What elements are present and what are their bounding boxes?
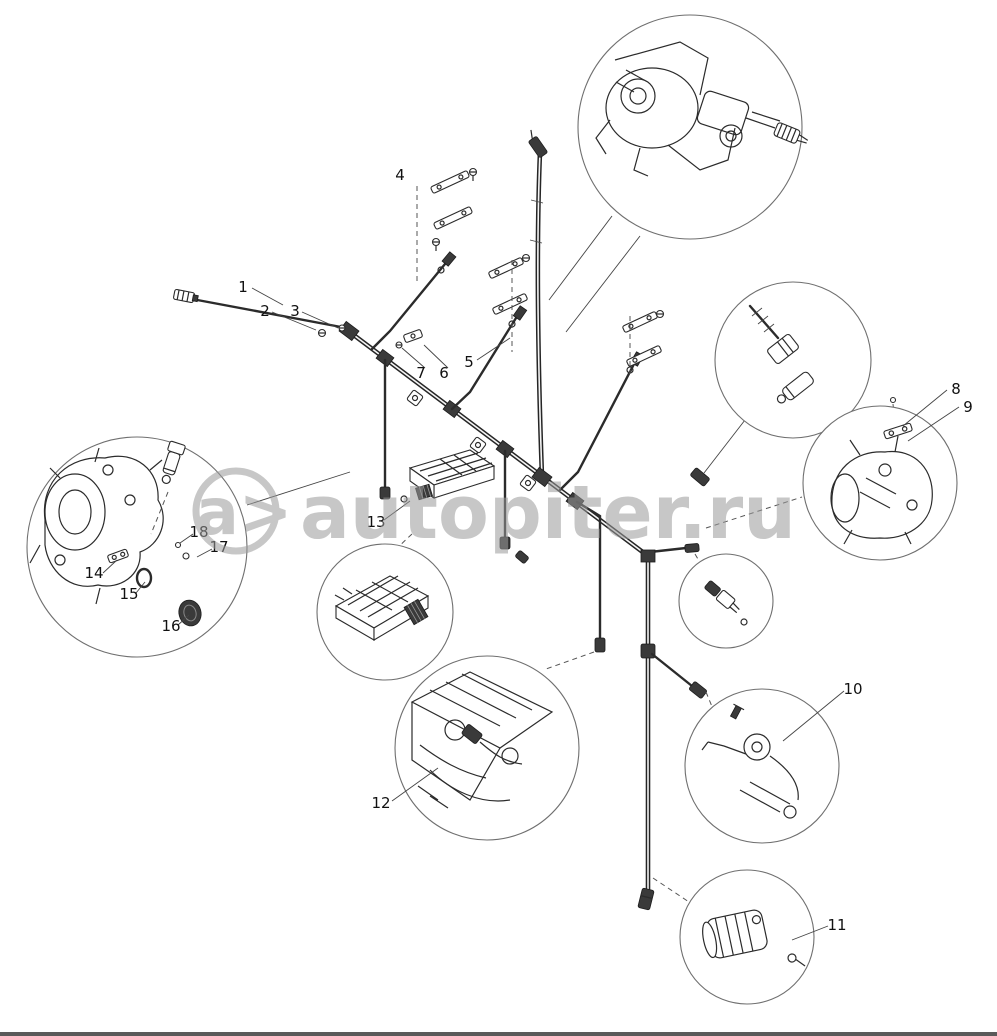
part-bracket-8 xyxy=(883,422,913,440)
callout-label-3: 3 xyxy=(290,302,300,320)
sensor-part xyxy=(161,440,186,485)
detail-view-knock-sensor xyxy=(684,688,840,844)
cable-b-end-connector xyxy=(637,887,655,911)
callout-label-15: 15 xyxy=(119,585,138,603)
floating-connector xyxy=(690,467,710,487)
callout-label-2: 2 xyxy=(260,302,270,320)
callout-label-4: 4 xyxy=(395,166,405,184)
ecu-box xyxy=(400,449,496,503)
branch-b3 xyxy=(558,362,636,492)
detail-view-actuator-pump xyxy=(679,869,815,1005)
detail-view-engine-control-unit xyxy=(316,543,454,681)
detail-view-inline-connector xyxy=(678,553,774,649)
branch-b2 xyxy=(450,316,518,411)
mounting-bracket-set-5 xyxy=(488,253,531,352)
mounting-bracket-set-4 xyxy=(416,167,478,284)
small-screws xyxy=(317,324,423,349)
detail-view-flywheel-housing-sensor xyxy=(26,436,248,658)
detail-view-engine-block-sensor xyxy=(394,655,580,841)
b2-terminal xyxy=(512,305,528,321)
callout-label-13: 13 xyxy=(366,513,385,531)
bottom-edge-strip xyxy=(0,1032,997,1036)
detail-view-harness-connector-sensor xyxy=(714,281,872,439)
ecu-plug xyxy=(379,486,391,500)
part-bracket-14 xyxy=(107,548,129,564)
drop-sensor xyxy=(575,500,602,642)
callout-label-5: 5 xyxy=(464,353,474,371)
part-screw-18 xyxy=(174,541,182,549)
harness-assembly xyxy=(173,129,707,911)
callout-label-1: 1 xyxy=(238,278,248,296)
detail-view-transmission-housing xyxy=(802,396,958,561)
cable-a-connector xyxy=(528,129,548,158)
branch-b1 xyxy=(370,262,447,351)
part-screw-17 xyxy=(182,552,190,560)
harness-lead-wire xyxy=(190,297,343,329)
callout-label-12: 12 xyxy=(371,794,390,812)
callout-label-10: 10 xyxy=(843,680,862,698)
detail-view-fuel-injection-pump xyxy=(577,14,809,240)
callout-label-7: 7 xyxy=(416,364,426,382)
b1-terminal xyxy=(441,251,457,267)
watermark-site-text: autopiter.ru xyxy=(300,470,796,556)
part-screw-9 xyxy=(889,396,897,404)
callout-label-8: 8 xyxy=(951,380,961,398)
callout-leader-lines xyxy=(102,287,960,941)
stub-connector xyxy=(684,543,700,553)
callout-label-11: 11 xyxy=(827,916,846,934)
pump-plug xyxy=(773,122,809,144)
trunk-right-stub xyxy=(648,546,688,554)
watermark-logo-ring xyxy=(192,467,280,555)
tee-fittings xyxy=(375,348,656,563)
harness-end-connector xyxy=(173,288,199,304)
callout-label-6: 6 xyxy=(439,364,449,382)
callout-label-16: 16 xyxy=(161,617,180,635)
sensor-plug xyxy=(594,637,606,653)
watermark: a> autopiter.ru xyxy=(192,467,796,556)
center-plug-2 xyxy=(515,550,529,564)
cable-b-branch xyxy=(650,652,694,688)
part-oring-15 xyxy=(135,567,153,589)
center-plug-1 xyxy=(499,536,511,550)
watermark-logo: a> xyxy=(196,476,293,550)
callout-label-9: 9 xyxy=(963,398,973,416)
callout-label-14: 14 xyxy=(84,564,103,582)
branch-connector xyxy=(689,681,707,699)
harness-clamps xyxy=(406,389,537,492)
mounting-bracket-set-right xyxy=(622,309,665,374)
